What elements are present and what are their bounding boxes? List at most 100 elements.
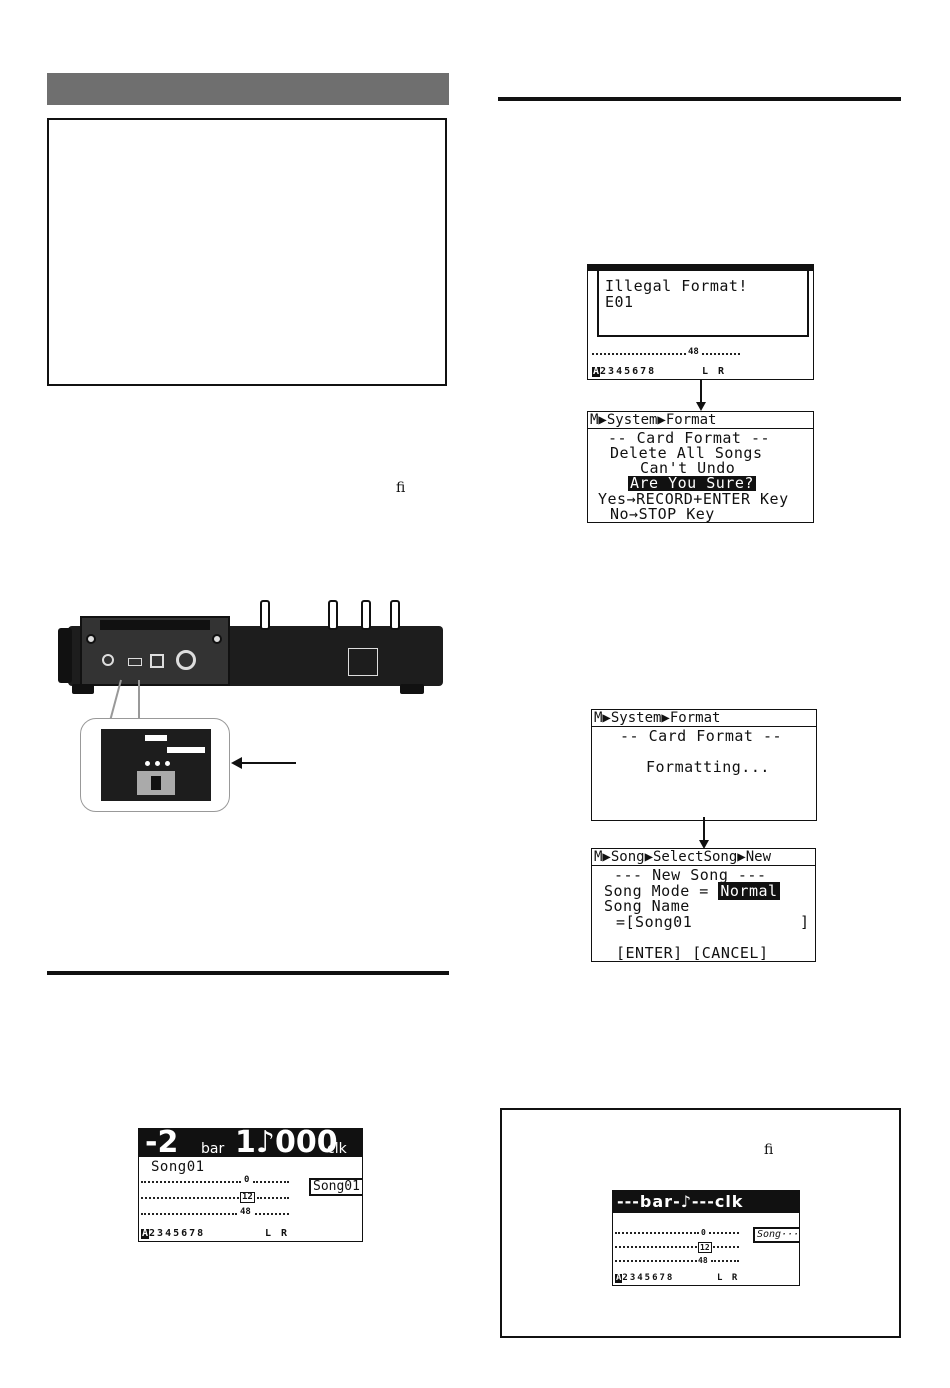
screw-right: [212, 634, 222, 644]
confirm-heading: -- Card Format --: [608, 429, 771, 447]
screw-left: [86, 634, 96, 644]
switch-label: [145, 735, 167, 741]
lcd-format-confirm: M▶System▶Format -- Card Format -- Delete…: [587, 411, 814, 523]
track-a: A: [592, 366, 601, 377]
confirm-line-delete: Delete All Songs: [610, 444, 763, 462]
meter-label-0: 0: [701, 1228, 706, 1237]
switch-lever: [151, 776, 161, 790]
indicator-dot: [145, 761, 150, 766]
track-numbers: 2345678: [149, 1228, 206, 1239]
meter-dotline: [702, 353, 740, 355]
song-box: Song01: [309, 1178, 362, 1196]
counter-clk-unit: clk: [327, 1141, 347, 1157]
section-rule-left: [47, 971, 449, 975]
device-rear-illustration: [58, 598, 443, 718]
menu-path: M▶System▶Format: [588, 412, 813, 429]
foot-left: [72, 684, 94, 694]
menu-path: M▶Song▶SelectSong▶New: [592, 849, 815, 866]
menu-path: M▶System▶Format: [592, 710, 816, 727]
indicator-dot: [165, 761, 170, 766]
error-popup: Illegal Format! E01: [597, 269, 809, 337]
meter-label-12: 12: [698, 1242, 712, 1253]
lcd-no-card: ---bar-♪---clk 0 12 48 Song····· A234567…: [612, 1190, 800, 1286]
song-mode-value: Normal: [718, 882, 780, 900]
switch-callout: [80, 718, 230, 812]
meter-label-12: 12: [240, 1192, 255, 1203]
meter-label-48: 48: [240, 1207, 251, 1217]
section-rule-right: [498, 97, 901, 101]
meter-dotline: [713, 1246, 739, 1248]
track-row: A2345678: [615, 1274, 674, 1283]
ligature-glyph: ﬁ: [764, 1142, 774, 1158]
knob-3: [361, 600, 371, 630]
knob-2: [328, 600, 338, 630]
track-a: A: [615, 1273, 623, 1283]
switch-closeup: [101, 729, 211, 801]
card-slot: [100, 620, 210, 630]
lr-label: L R: [265, 1228, 290, 1239]
meter-dotline: [615, 1260, 697, 1262]
meter-dotline: [709, 1232, 739, 1234]
confirm-line-undo: Can't Undo: [640, 459, 736, 477]
counter-placeholder: ---bar-♪---clk: [617, 1192, 744, 1211]
formatting-heading: -- Card Format --: [620, 727, 783, 745]
meter-label-48: 48: [698, 1256, 708, 1265]
meter-dotline: [141, 1197, 239, 1199]
lcd-new-song: M▶Song▶SelectSong▶New --- New Song --- S…: [591, 848, 816, 962]
meter-dotline: [255, 1213, 289, 1215]
formatting-status: Formatting...: [646, 758, 770, 776]
knob-1: [260, 600, 270, 630]
flow-arrow-head: [699, 840, 709, 849]
callout-line: [138, 680, 140, 722]
error-title: Illegal Format!: [605, 277, 748, 295]
counter-bar: ---bar-♪---clk: [613, 1191, 799, 1213]
flow-arrow-head: [696, 402, 706, 411]
lr-label: L R: [702, 366, 727, 377]
switch-label: [167, 747, 205, 753]
note-box-bottom: ﬁ ---bar-♪---clk 0 12 48 Song····· A2345…: [500, 1108, 901, 1338]
usb-port: [150, 654, 164, 668]
section-header-bar: [47, 73, 449, 105]
phone-jack: [176, 650, 196, 670]
song-name-label: Song Name: [604, 897, 690, 915]
meter-dotline: [615, 1232, 699, 1234]
pointer-arrow-head: [231, 757, 242, 769]
flow-arrow-line: [703, 817, 705, 841]
ligature-glyph: ﬁ: [396, 480, 406, 496]
confirm-no-instruction: No→STOP Key: [610, 505, 715, 523]
meter-dotline: [615, 1246, 697, 1248]
counter-bar: -2 bar 1♪000 clk: [139, 1128, 362, 1160]
song-name-bracket: ]: [800, 913, 810, 931]
lcd-main-screen: -2 bar 1♪000 clk Song01 0 12 48 Song01 A…: [138, 1128, 363, 1242]
lcd-top-strip: [588, 265, 813, 271]
meter-dotline: [141, 1181, 241, 1183]
note-box: [47, 118, 447, 386]
device-side: [58, 628, 72, 683]
track-numbers: 2345678: [600, 366, 657, 377]
confirm-yes-instruction: Yes→RECORD+ENTER Key: [598, 490, 789, 508]
counter-bar-unit: bar: [201, 1141, 225, 1157]
card-emblem: [348, 648, 378, 676]
switch-housing: [137, 771, 175, 795]
meter-label-0: 0: [244, 1175, 250, 1185]
meter-dotline: [257, 1197, 289, 1199]
track-row: A2345678: [592, 367, 656, 377]
song-name-value: =[Song01: [616, 913, 693, 931]
mode-switch: [128, 658, 142, 666]
pointer-arrow-line: [240, 762, 296, 764]
meter-label-48: 48: [688, 347, 699, 357]
track-row: A2345678: [141, 1229, 205, 1239]
meter-dotline: [592, 353, 686, 355]
confirm-question: Are You Sure?: [628, 474, 756, 492]
track-numbers: 2345678: [622, 1273, 675, 1283]
counter-bar-value: -2: [145, 1128, 179, 1160]
foot-right: [400, 684, 424, 694]
newsong-heading: --- New Song ---: [614, 866, 767, 884]
indicator-dot: [155, 761, 160, 766]
knob-4: [390, 600, 400, 630]
song-box: Song·····: [753, 1227, 799, 1243]
song-mode-label: Song Mode =: [604, 882, 719, 900]
lcd-illegal-format: Illegal Format! E01 48 A2345678 L R: [587, 264, 814, 380]
newsong-buttons: [ENTER] [CANCEL]: [616, 944, 769, 962]
lr-label: L R: [717, 1273, 740, 1283]
